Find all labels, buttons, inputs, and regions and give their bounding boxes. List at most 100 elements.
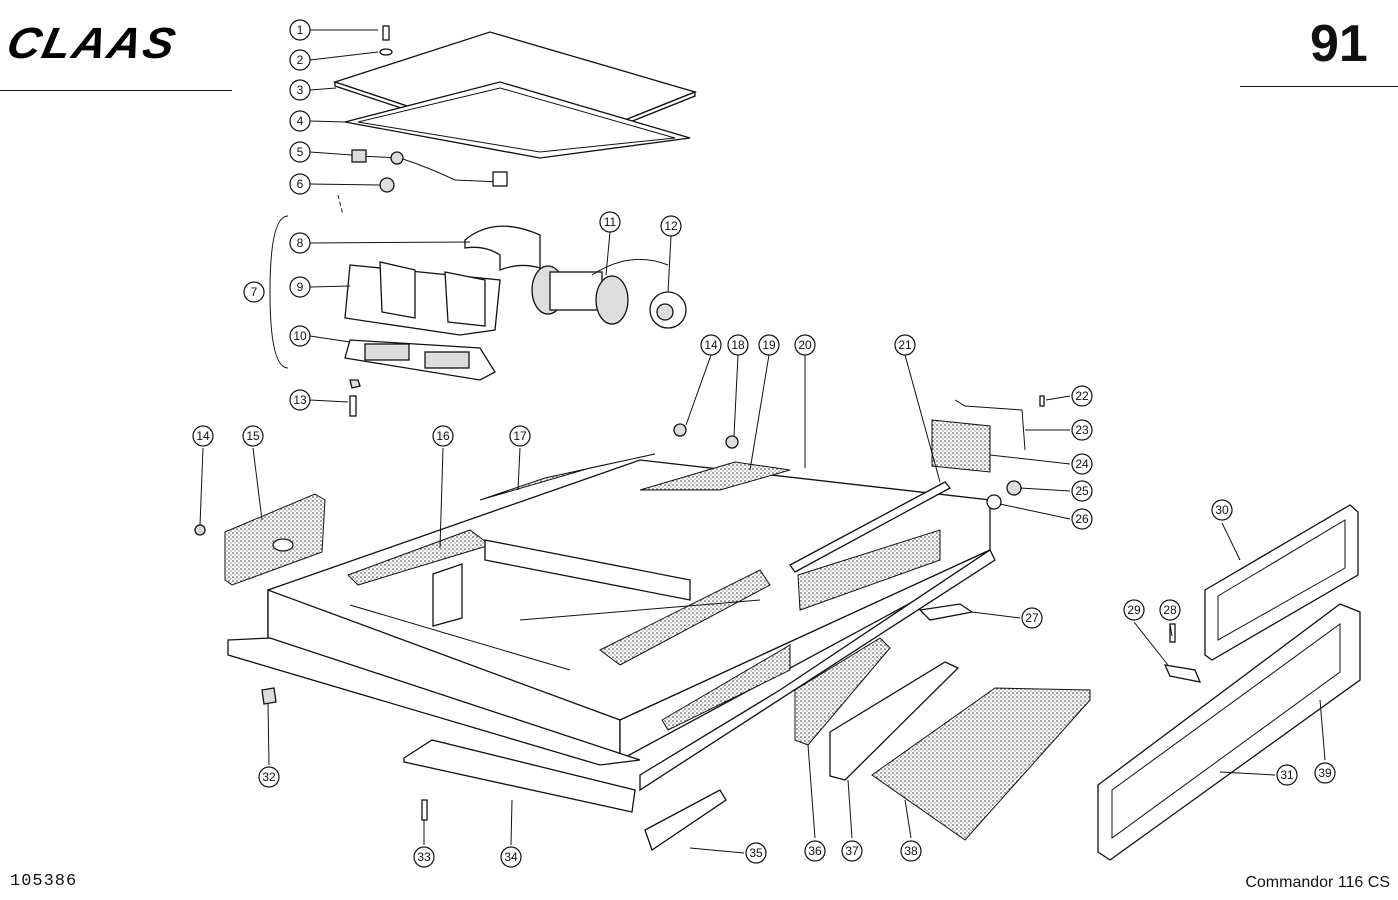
callout-11: 11 bbox=[599, 211, 621, 233]
screw-22 bbox=[1039, 395, 1045, 407]
svg-text:18: 18 bbox=[731, 338, 745, 352]
side-panel bbox=[224, 493, 326, 586]
svg-text:30: 30 bbox=[1215, 503, 1229, 517]
callout-17: 17 bbox=[509, 425, 531, 447]
cover-gasket bbox=[344, 81, 691, 159]
svg-text:31: 31 bbox=[1280, 768, 1294, 782]
screw-33 bbox=[421, 799, 428, 821]
callout-28: 28 bbox=[1159, 599, 1181, 621]
callout-14-upper: 14 bbox=[700, 334, 722, 356]
callout-25: 25 bbox=[1071, 480, 1093, 502]
svg-text:13: 13 bbox=[293, 393, 307, 407]
screw-14-upper bbox=[673, 423, 687, 437]
callout-26: 26 bbox=[1071, 508, 1093, 530]
nut bbox=[349, 379, 361, 389]
screw bbox=[382, 25, 390, 41]
callout-1: 1 bbox=[289, 19, 311, 41]
mounting-bracket bbox=[954, 399, 1026, 451]
callout-35: 35 bbox=[745, 842, 767, 864]
svg-text:14: 14 bbox=[704, 338, 718, 352]
callout-14-left: 14 bbox=[192, 425, 214, 447]
callout-16: 16 bbox=[432, 425, 454, 447]
blower-motor bbox=[531, 258, 669, 325]
svg-text:29: 29 bbox=[1127, 603, 1141, 617]
callout-15: 15 bbox=[242, 425, 264, 447]
grommet bbox=[379, 177, 395, 193]
svg-text:12: 12 bbox=[664, 219, 678, 233]
duct-gasket bbox=[829, 661, 960, 781]
callout-5: 5 bbox=[289, 141, 311, 163]
callout-7: 7 bbox=[243, 281, 265, 303]
page-number: 91 bbox=[1310, 15, 1368, 73]
callout-4: 4 bbox=[289, 110, 311, 132]
callout-32: 32 bbox=[258, 766, 280, 788]
svg-text:8: 8 bbox=[297, 236, 304, 250]
callout-22: 22 bbox=[1071, 385, 1093, 407]
callout-27: 27 bbox=[1021, 607, 1043, 629]
document-number: 105386 bbox=[10, 872, 78, 891]
bushing bbox=[986, 494, 1002, 510]
svg-text:28: 28 bbox=[1163, 603, 1177, 617]
angle-strip bbox=[403, 739, 636, 813]
svg-text:24: 24 bbox=[1075, 457, 1089, 471]
callout-10: 10 bbox=[289, 325, 311, 347]
svg-text:20: 20 bbox=[798, 338, 812, 352]
svg-text:11: 11 bbox=[604, 215, 617, 229]
svg-text:7: 7 bbox=[251, 285, 258, 299]
svg-text:33: 33 bbox=[417, 850, 431, 864]
svg-text:14: 14 bbox=[196, 429, 210, 443]
svg-text:5: 5 bbox=[297, 145, 304, 159]
housing-frame bbox=[227, 453, 996, 792]
callout-23: 23 bbox=[1071, 419, 1093, 441]
svg-text:26: 26 bbox=[1075, 512, 1089, 526]
svg-text:39: 39 bbox=[1318, 766, 1332, 780]
svg-text:6: 6 bbox=[297, 177, 304, 191]
svg-text:21: 21 bbox=[898, 338, 912, 352]
frame-panel-30 bbox=[1204, 504, 1359, 661]
washer bbox=[379, 48, 393, 56]
callout-9: 9 bbox=[289, 276, 311, 298]
svg-text:3: 3 bbox=[297, 83, 304, 97]
screw-28 bbox=[1169, 623, 1176, 643]
impeller bbox=[649, 291, 687, 329]
clip bbox=[1163, 664, 1202, 683]
guide-strip bbox=[789, 481, 952, 573]
filter-box bbox=[931, 419, 991, 473]
cover-strip bbox=[644, 789, 727, 852]
callout-12: 12 bbox=[660, 215, 682, 237]
svg-text:15: 15 bbox=[246, 429, 260, 443]
callout-30: 30 bbox=[1211, 499, 1233, 521]
svg-text:22: 22 bbox=[1075, 389, 1089, 403]
callout-8: 8 bbox=[289, 232, 311, 254]
callout-13: 13 bbox=[289, 389, 311, 411]
callout-33: 33 bbox=[413, 846, 435, 868]
callout-18: 18 bbox=[727, 334, 749, 356]
svg-text:34: 34 bbox=[504, 850, 518, 864]
nut-18 bbox=[725, 435, 739, 449]
callout-34: 34 bbox=[500, 846, 522, 868]
svg-text:19: 19 bbox=[762, 338, 776, 352]
svg-text:27: 27 bbox=[1025, 611, 1039, 625]
svg-text:32: 32 bbox=[262, 770, 276, 784]
screw-13 bbox=[349, 395, 357, 417]
svg-text:25: 25 bbox=[1075, 484, 1089, 498]
callout-31: 31 bbox=[1276, 764, 1298, 786]
callout-6: 6 bbox=[289, 173, 311, 195]
svg-text:35: 35 bbox=[749, 846, 763, 860]
machine-model: Commandor 116 CS bbox=[1245, 874, 1390, 891]
header-rule-left bbox=[0, 90, 232, 91]
callout-19: 19 bbox=[758, 334, 780, 356]
nut-32 bbox=[261, 687, 277, 705]
group-bracket bbox=[269, 215, 289, 369]
svg-text:16: 16 bbox=[436, 429, 450, 443]
callout-37: 37 bbox=[841, 840, 863, 862]
duct-panel bbox=[794, 637, 891, 746]
svg-text:38: 38 bbox=[904, 844, 918, 858]
callout-2: 2 bbox=[289, 49, 311, 71]
svg-text:2: 2 bbox=[297, 53, 304, 67]
callout-36: 36 bbox=[804, 840, 826, 862]
callout-24: 24 bbox=[1071, 453, 1093, 475]
header-rule-right bbox=[1240, 86, 1398, 87]
blower-housing-cover bbox=[464, 225, 541, 271]
